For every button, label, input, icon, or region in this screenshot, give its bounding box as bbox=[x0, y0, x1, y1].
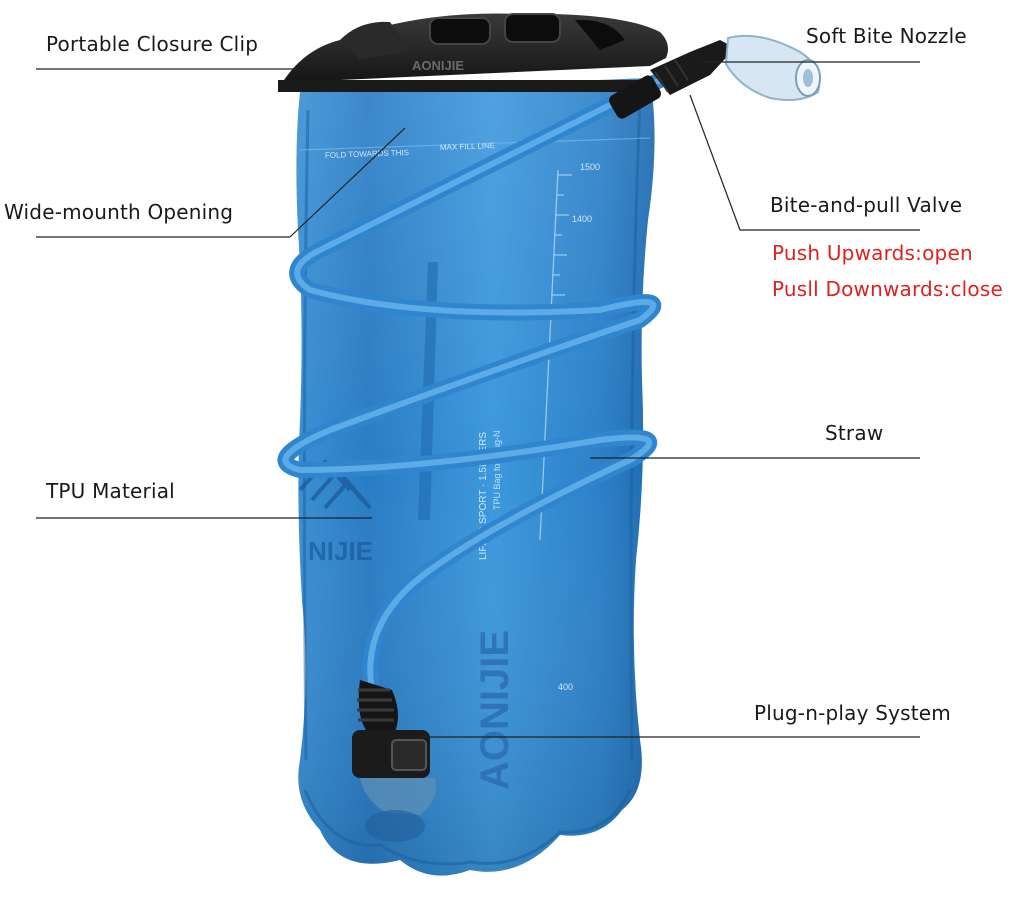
bite-valve bbox=[609, 40, 735, 119]
tpu-label: TPU Material bbox=[46, 479, 175, 503]
straw-label: Straw bbox=[825, 421, 884, 445]
scale-label-1400: 1400 bbox=[572, 214, 592, 224]
valve-close-instruction: Pusll Downwards:close bbox=[772, 277, 1003, 301]
bag-brand-vertical: AONIJIE bbox=[473, 630, 517, 790]
valve-open-instruction: Push Upwards:open bbox=[772, 241, 973, 265]
fill-line-text: MAX FILL LINE bbox=[440, 141, 496, 152]
scale-label-400: 400 bbox=[558, 682, 573, 692]
valve-label: Bite-and-pull Valve bbox=[770, 193, 963, 217]
closure-clip-label: Portable Closure Clip bbox=[46, 32, 259, 56]
opening-label: Wide-mounth Opening bbox=[4, 200, 234, 224]
closure-clip: AONIJIE bbox=[278, 13, 668, 92]
fold-text: FOLD TOWARDS THIS bbox=[325, 148, 409, 160]
nozzle-label: Soft Bite Nozzle bbox=[806, 24, 967, 48]
plug-connector bbox=[352, 680, 436, 842]
straw-tube bbox=[277, 72, 668, 698]
bag-side-text: LIFE IS SPORT · 1.5LITERS bbox=[478, 432, 489, 560]
bag-side-text-2: TPU Bag for Plug-N bbox=[492, 430, 502, 510]
bag-brand-partial: NIJIE bbox=[308, 536, 373, 566]
clip-brand: AONIJIE bbox=[412, 58, 464, 73]
scale-label-1500: 1500 bbox=[580, 162, 600, 172]
bite-nozzle bbox=[724, 34, 821, 101]
leader-lines bbox=[36, 61, 920, 738]
plug-label: Plug-n-play System bbox=[754, 701, 951, 725]
